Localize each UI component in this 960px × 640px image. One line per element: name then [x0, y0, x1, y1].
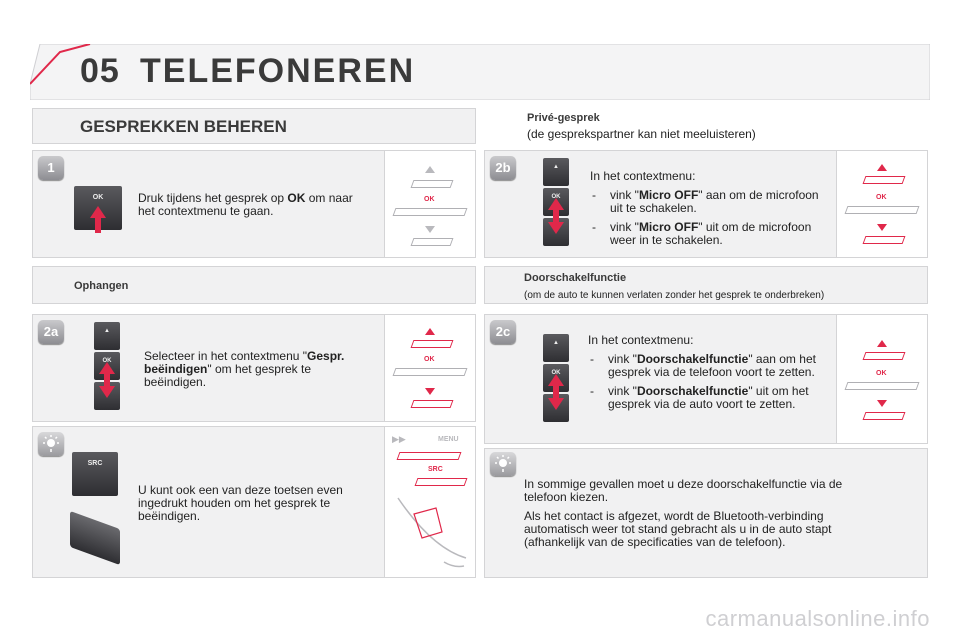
- press-arrow-up-icon: [90, 206, 106, 218]
- list-item: vink "Micro OFF" aan om de microfoon uit…: [590, 189, 826, 215]
- ok-key-label: OK: [92, 194, 104, 201]
- display-down-icon: [877, 400, 887, 407]
- display-line: [410, 340, 454, 348]
- step2a-text: Selecteer in het contextmenu "Gespr. beë…: [144, 349, 345, 389]
- step2c-badge: 2c: [490, 320, 516, 344]
- display-ok-label: OK: [424, 356, 435, 363]
- chapter-number: 05: [80, 52, 120, 90]
- display-line: [410, 180, 454, 188]
- display-ok-label: OK: [876, 194, 887, 201]
- display-ok-label: OK: [876, 370, 887, 377]
- list-item: vink "Micro OFF" uit om de microfoon wee…: [590, 221, 826, 247]
- up-key-icon: ▲: [104, 328, 110, 334]
- press-arrow-stem: [553, 209, 559, 223]
- display-up-icon: [877, 164, 887, 171]
- hangup-heading: Ophangen: [74, 280, 129, 292]
- press-arrow-stem: [95, 217, 101, 233]
- up-key: ▲: [543, 334, 569, 362]
- step2c-list: vink "Doorschakelfunctie" aan om het ges…: [588, 353, 828, 411]
- up-key-icon: ▲: [553, 340, 559, 346]
- ok-key-label: OK: [551, 194, 561, 200]
- right-tip-panel: [484, 448, 928, 578]
- up-key: ▲: [94, 322, 120, 350]
- step1-badge: 1: [38, 156, 64, 180]
- display-line: [862, 236, 906, 244]
- wheel-line: [396, 452, 462, 460]
- display-line: [410, 400, 454, 408]
- display-line: [844, 206, 920, 214]
- step2b-list: vink "Micro OFF" aan om de microfoon uit…: [590, 189, 826, 247]
- transfer-heading: Doorschakelfunctie: [524, 272, 627, 284]
- display-line: [862, 352, 906, 360]
- press-arrow-down-icon: [548, 398, 564, 410]
- up-key-icon: ▲: [553, 164, 559, 170]
- display-line: [392, 368, 468, 376]
- transfer-panel: [484, 266, 928, 304]
- step1-text: Druk tijdens het gesprek op OK om naar h…: [138, 191, 353, 218]
- press-arrow-up-icon: [548, 198, 564, 210]
- press-arrow-up-icon: [548, 374, 564, 386]
- wheel-menu-label: MENU: [438, 436, 459, 443]
- press-arrow-down-icon: [548, 222, 564, 234]
- step2c-text: In het contextmenu: vink "Doorschakelfun…: [588, 334, 828, 417]
- left-tip-text: U kunt ook een van deze toetsen even ing…: [138, 483, 343, 523]
- display-line: [862, 176, 906, 184]
- press-arrow-down-icon: [99, 386, 115, 398]
- page-title: TELEFONEREN: [140, 52, 416, 90]
- wheel-curve-icon: [397, 497, 467, 568]
- section-title: GESPREKKEN BEHEREN: [80, 117, 287, 136]
- steering-wheel-illustration: [384, 426, 476, 578]
- ok-key-label: OK: [551, 370, 561, 376]
- private-heading: Privé-gesprek: [527, 112, 600, 124]
- watermark: carmanualsonline.info: [705, 606, 930, 631]
- transfer-subtitle: (om de auto te kunnen verlaten zonder he…: [524, 290, 825, 301]
- display-line: [410, 238, 454, 246]
- header-tab: [30, 44, 930, 100]
- bulb-icon: [490, 452, 516, 476]
- press-arrow-stem: [553, 385, 559, 399]
- wheel-src-label: SRC: [428, 466, 443, 473]
- press-arrow-stem: [104, 373, 110, 387]
- ok-key-label: OK: [102, 358, 112, 364]
- display-up-icon: [877, 340, 887, 347]
- display-down-icon: [877, 224, 887, 231]
- step2b-badge: 2b: [490, 156, 516, 180]
- list-item: vink "Doorschakelfunctie" uit om het ges…: [588, 385, 828, 411]
- display-down-icon: [425, 226, 435, 233]
- up-key: ▲: [543, 158, 569, 186]
- display-line: [862, 412, 906, 420]
- wheel-arrow-icon: ▶▶: [392, 434, 406, 444]
- src-key: SRC: [72, 452, 118, 496]
- step2c-intro: In het contextmenu:: [588, 333, 694, 347]
- display-up-icon: [425, 328, 435, 335]
- step2b-text: In het contextmenu: vink "Micro OFF" aan…: [590, 170, 826, 253]
- display-line: [392, 208, 468, 216]
- tip-paragraph-1: In sommige gevallen moet u deze doorscha…: [524, 477, 843, 504]
- step2a-badge: 2a: [38, 320, 64, 344]
- private-subtitle: (de gesprekspartner kan niet meeluistere…: [527, 127, 756, 141]
- display-line: [844, 382, 920, 390]
- hangup-panel: [32, 266, 476, 304]
- right-tip-text: In sommige gevallen moet u deze doorscha…: [524, 478, 874, 549]
- list-item: vink "Doorschakelfunctie" aan om het ges…: [588, 353, 828, 379]
- bulb-icon: [38, 432, 64, 456]
- wheel-line: [414, 478, 468, 486]
- display-ok-label: OK: [424, 196, 435, 203]
- tip-paragraph-2: Als het contact is afgezet, wordt de Blu…: [524, 509, 832, 549]
- src-key-label: SRC: [87, 460, 103, 467]
- section-title-panel: [32, 108, 476, 144]
- step2b-intro: In het contextmenu:: [590, 169, 696, 183]
- step2c-display: [836, 314, 928, 444]
- display-down-icon: [425, 388, 435, 395]
- press-arrow-up-icon: [99, 362, 115, 374]
- display-up-icon: [425, 166, 435, 173]
